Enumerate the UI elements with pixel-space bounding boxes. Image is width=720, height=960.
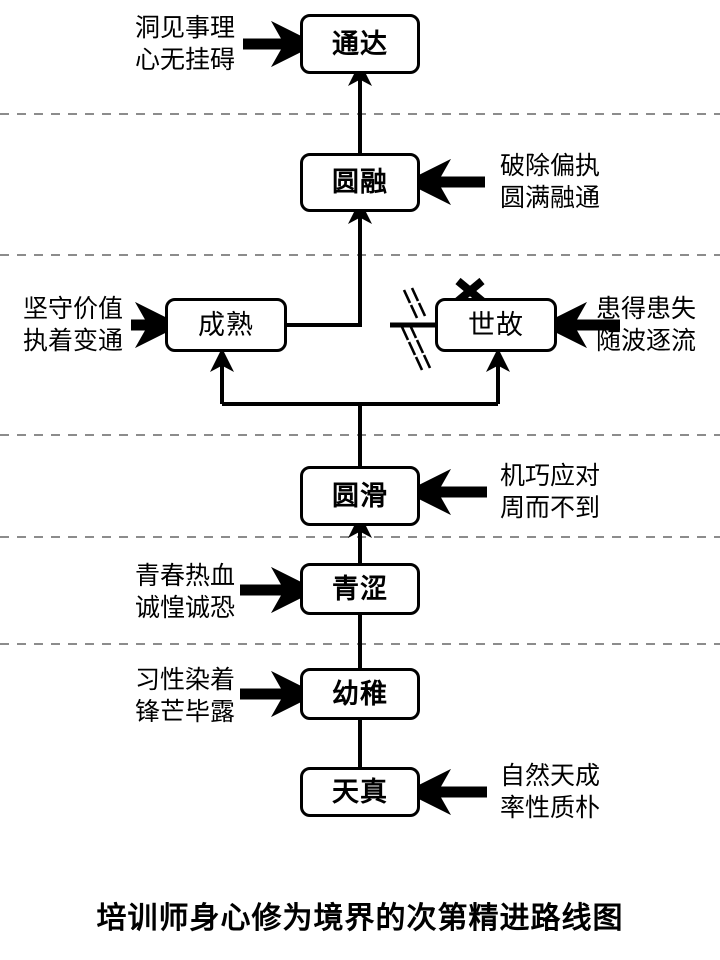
annotation-yuanhua-line1: 机巧应对: [500, 462, 601, 490]
annotation-tianzhen-line1: 自然天成: [500, 762, 601, 790]
annotation-youzhi: 习性染着 锋芒毕露: [0, 664, 235, 728]
node-qingse[interactable]: 青涩: [300, 563, 420, 615]
annotation-tongda-line2: 心无挂碍: [134, 46, 235, 74]
annotation-shigu-line1: 患得患失: [596, 295, 697, 323]
annotation-tianzhen-line2: 率性质朴: [500, 794, 601, 822]
annotation-yuanrong-line2: 圆满融通: [500, 184, 601, 212]
node-chengshu[interactable]: 成熟: [165, 298, 287, 352]
annotation-chengshu-line1: 坚守价值: [22, 295, 123, 323]
blocked-hatch-marks: [400, 287, 432, 371]
annotation-shigu-line2: 随波逐流: [596, 327, 697, 355]
node-yuanhua[interactable]: 圆滑: [300, 466, 420, 526]
node-tianzhen[interactable]: 天真: [300, 767, 420, 817]
annotation-yuanrong-line1: 破除偏执: [500, 152, 601, 180]
node-youzhi[interactable]: 幼稚: [300, 668, 420, 720]
annotation-youzhi-line1: 习性染着: [134, 666, 235, 694]
annotation-tongda-line1: 洞见事理: [134, 14, 235, 42]
annotation-qingse-line2: 诚惶诚恐: [134, 594, 235, 622]
annotation-yuanhua: 机巧应对 周而不到: [500, 460, 720, 524]
annotation-chengshu-line2: 执着变通: [22, 327, 123, 355]
annotation-tongda: 洞见事理 心无挂碍: [0, 12, 235, 76]
node-yuanrong[interactable]: 圆融: [300, 153, 420, 212]
annotation-tianzhen: 自然天成 率性质朴: [500, 760, 720, 824]
node-tongda[interactable]: 通达: [300, 14, 420, 74]
diagram-title: 培训师身心修为境界的次第精进路线图: [96, 902, 624, 935]
blocked-x-icon: [455, 277, 485, 305]
annotation-shigu: 患得患失 随波逐流: [596, 293, 720, 357]
annotation-youzhi-line2: 锋芒毕露: [134, 698, 235, 726]
annotation-chengshu: 坚守价值 执着变通: [0, 293, 123, 357]
node-shigu[interactable]: 世故: [435, 298, 557, 352]
annotation-yuanrong: 破除偏执 圆满融通: [500, 150, 720, 214]
annotation-qingse-line1: 青春热血: [134, 562, 235, 590]
annotation-qingse: 青春热血 诚惶诚恐: [0, 560, 235, 624]
blocked-link-group: [390, 277, 485, 371]
annotation-yuanhua-line2: 周而不到: [500, 494, 601, 522]
